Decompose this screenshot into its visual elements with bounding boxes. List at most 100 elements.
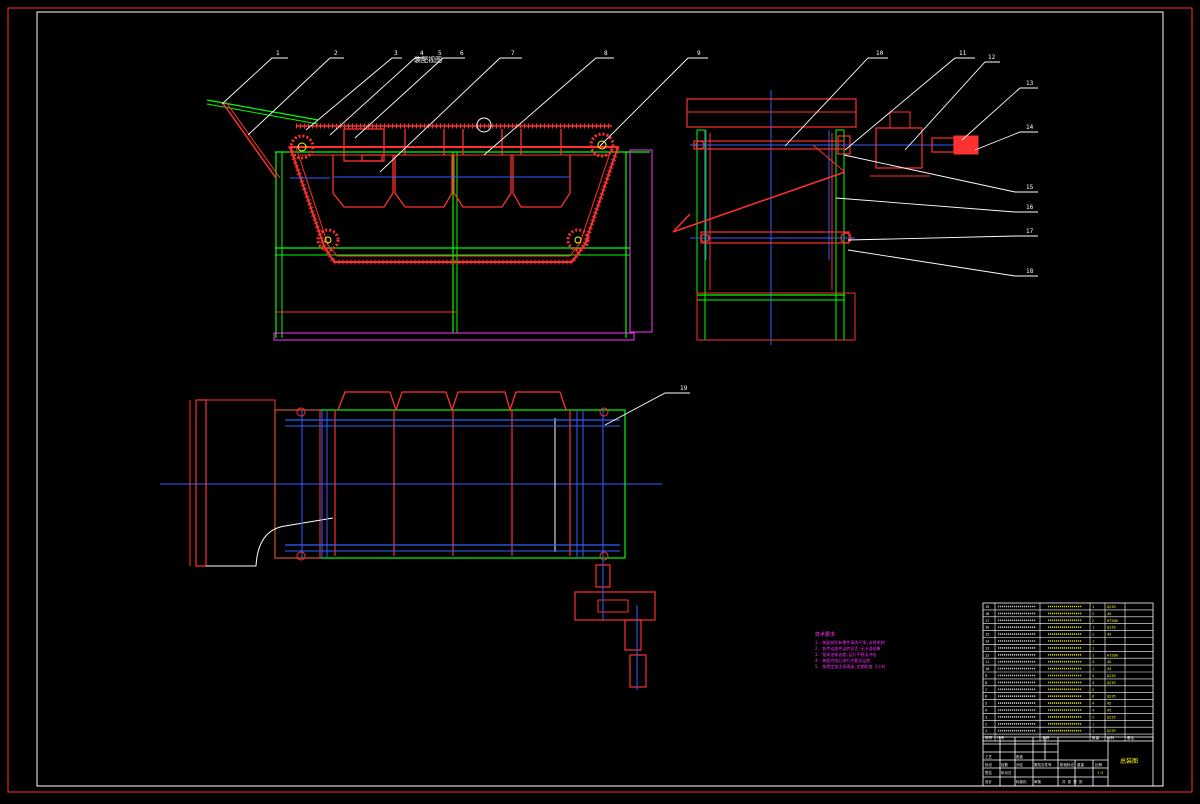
side-view <box>672 90 979 345</box>
inner-border <box>36 11 1164 787</box>
callout-16: 16 <box>1026 204 1034 211</box>
callout-10: 10 <box>876 50 884 57</box>
outer-border <box>7 7 1193 793</box>
bom-cell: 2 <box>1092 612 1094 616</box>
leader-lines <box>221 57 1038 426</box>
bom-cell: 45 <box>1107 702 1111 706</box>
bom-header-cell: 备注 <box>1127 735 1135 740</box>
bom-cell: 1 <box>1092 667 1094 671</box>
bom-cell: 15 <box>985 633 989 637</box>
bom-header-cell: 名称 <box>1042 735 1050 740</box>
callout-9: 9 <box>697 50 701 57</box>
tech-note-line: 1. 装配前所有零件清洗干净,去除毛刺 <box>815 639 885 645</box>
bom-cell: Q235 <box>1107 605 1116 609</box>
bom-header-cell: 代号 <box>997 735 1005 740</box>
tb-label-count: 处数 <box>1001 762 1009 767</box>
sprocket-icon <box>589 132 615 158</box>
tech-note-line: 4. 装配完成后进行空载试运转 <box>815 657 870 663</box>
bom-cell: 18 <box>985 612 989 616</box>
bom-cell: 19 <box>985 605 989 609</box>
bom-cell: 2 <box>985 722 987 726</box>
bom-cell: Q235 <box>1107 681 1116 685</box>
bom-header-cell: 数量 <box>1092 735 1100 740</box>
bom-cell: 1 <box>1092 640 1094 644</box>
bom-cell: 45 <box>1107 612 1111 616</box>
title-block-text: 标记 处数 分区 更改文件号 签名 年月日 设计 标准化 审核 工艺 批准 阶段… <box>985 754 1103 784</box>
callout-12: 12 <box>988 54 996 61</box>
tb-label-review: 审核 <box>1034 779 1042 784</box>
callout-15: 15 <box>1026 184 1034 191</box>
bom-cell: Q235 <box>1107 674 1116 678</box>
tb-scale-label: 比例 <box>1095 762 1103 767</box>
bom-cell: 11 <box>985 660 989 664</box>
tb-label-change-doc: 更改文件号 <box>1034 762 1052 767</box>
bom-header-cell: 序号 <box>985 735 993 740</box>
callout-4: 4 <box>420 50 424 57</box>
bom-cell: 2 <box>1092 715 1094 719</box>
bom-cell: 4 <box>1092 709 1094 713</box>
bom-cell: Q235 <box>1107 626 1116 630</box>
bom-cell: 13 <box>985 646 989 650</box>
bom-cell: HT200 <box>1107 619 1118 623</box>
tb-label-date: 年月日 <box>1001 770 1012 775</box>
bom-cell: 6 <box>985 695 987 699</box>
tb-label-approve: 批准 <box>1016 754 1024 759</box>
callout-14: 14 <box>1026 124 1034 131</box>
drawing-name: 总装图 <box>1120 757 1138 765</box>
tb-label-process: 工艺 <box>985 754 993 759</box>
tb-stage-label: 阶段标记 <box>1060 762 1075 767</box>
bom-cell: 5 <box>985 702 987 706</box>
bom-cell: 14 <box>985 640 989 644</box>
sprocket-icon <box>316 228 340 252</box>
callout-2: 2 <box>334 50 338 57</box>
bom-cell: 4 <box>1092 681 1094 685</box>
bom-cell: 4 <box>1092 702 1094 706</box>
tb-label-sign: 签名 <box>985 770 992 775</box>
motor-icon <box>953 135 979 155</box>
tb-scale-value: 1:5 <box>1097 771 1103 775</box>
bom-cell: 1 <box>1092 626 1094 630</box>
front-view <box>206 99 653 341</box>
bom-cell: Q235 <box>1107 715 1116 719</box>
bom-cell: 2 <box>1092 619 1094 623</box>
callout-8: 8 <box>604 50 608 57</box>
bom-cell: 45 <box>1107 709 1111 713</box>
sprocket-icon <box>566 228 590 252</box>
callout-3: 3 <box>394 50 398 57</box>
bom-header-cell: 材料 <box>1107 735 1115 740</box>
tech-note-line: 5. 按规定加注润滑油,定期检查 2小时 <box>815 663 885 669</box>
callout-labels: 1 2 3 4 5 6 7 8 9 10 11 12 13 14 15 16 1… <box>276 50 1034 392</box>
callout-17: 17 <box>1026 228 1034 235</box>
bom-cell: 10 <box>985 667 989 671</box>
top-view <box>160 391 662 690</box>
bom-cell: 4 <box>1092 660 1094 664</box>
tb-label-design: 设计 <box>985 779 993 784</box>
callout-18: 18 <box>1026 268 1034 275</box>
sprocket-icon <box>289 134 315 160</box>
bom-cell: HT200 <box>1107 653 1118 657</box>
bom-cell: 4 <box>1092 674 1094 678</box>
tech-note-line: 2. 各传动部件运转灵活,无卡滞现象 <box>815 645 881 651</box>
bom-cell: 7 <box>985 688 987 692</box>
bom-cell: 45 <box>1107 633 1111 637</box>
bom-cell: 9 <box>985 674 987 678</box>
bom-cell: 1 <box>1092 722 1094 726</box>
bom-cell: 1 <box>1092 646 1094 650</box>
tb-weight-label: 重量 <box>1077 762 1085 767</box>
tb-label-standard: 标准化 <box>1016 779 1027 784</box>
bom-cell: 8 <box>1092 695 1094 699</box>
callout-5: 5 <box>438 50 442 57</box>
bom-cell: 12 <box>985 653 989 657</box>
tech-note-line: 3. 链条张紧适度,运行平稳无冲击 <box>815 651 877 657</box>
bom-cell: 1 <box>1092 653 1094 657</box>
bom-cell: 2 <box>1092 633 1094 637</box>
section-title: 装配视图 <box>414 55 442 64</box>
callout-6: 6 <box>460 50 464 57</box>
callout-13: 13 <box>1026 80 1034 87</box>
bom-cell: Q235 <box>1107 695 1116 699</box>
technical-notes: 技术要求 1. 装配前所有零件清洗干净,去除毛刺 2. 各传动部件运转灵活,无卡… <box>815 631 885 669</box>
bom-cell: 2 <box>1092 688 1094 692</box>
tb-sheet-label: 共 张 第 张 <box>1062 779 1083 784</box>
bom-cell: 1 <box>1092 605 1094 609</box>
